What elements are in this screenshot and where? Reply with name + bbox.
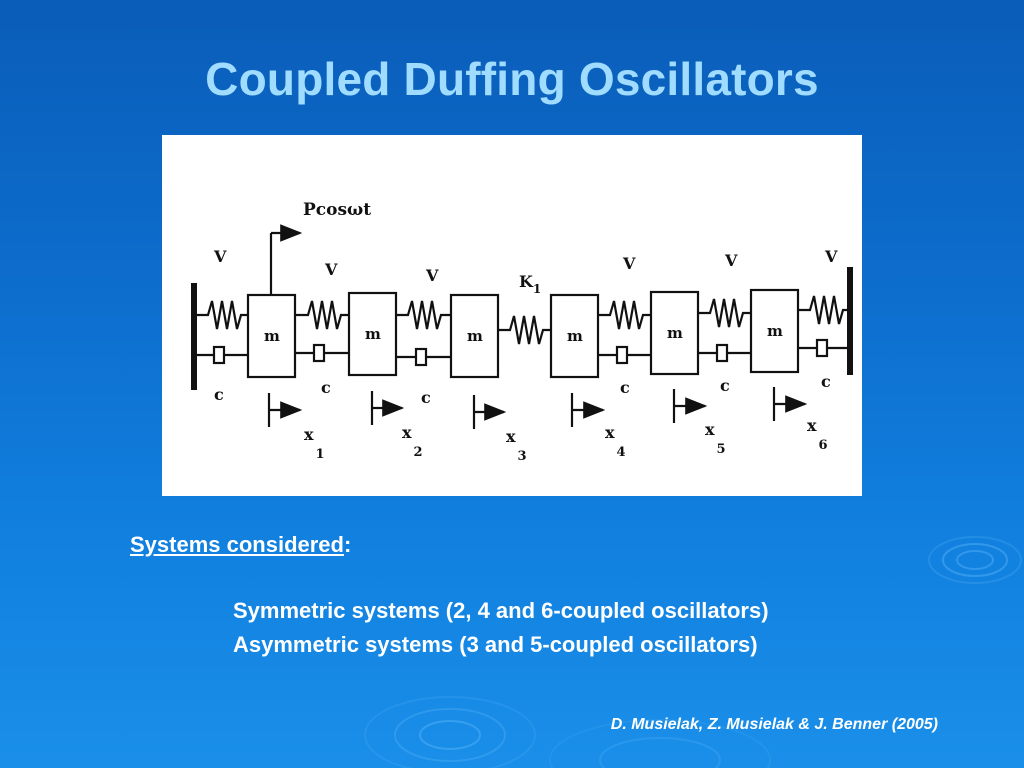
damper-3 bbox=[396, 347, 451, 367]
displacement-arrow-3 bbox=[472, 395, 507, 429]
spring-4 bbox=[598, 300, 651, 330]
mass-3 bbox=[449, 293, 500, 379]
coupling-spring bbox=[498, 315, 551, 345]
damper-label-2: c bbox=[321, 378, 331, 397]
damper-2 bbox=[295, 343, 349, 363]
disp-label-2: x2 bbox=[402, 423, 423, 460]
slide-title: Coupled Duffing Oscillators bbox=[205, 53, 819, 105]
coupling-label: K1 bbox=[519, 272, 541, 296]
damper-label-6: c bbox=[821, 372, 831, 391]
spring-label-5: V bbox=[724, 251, 738, 270]
damper-4 bbox=[598, 345, 651, 365]
disp-label-5: x5 bbox=[705, 420, 726, 457]
systems-heading: Systems considered: bbox=[130, 532, 351, 558]
symmetric-systems-text: Symmetric systems (2, 4 and 6-coupled os… bbox=[233, 598, 769, 623]
spring-label-4: V bbox=[622, 254, 636, 273]
systems-heading-text: Systems considered bbox=[130, 532, 344, 557]
mass-label-4: m bbox=[567, 327, 583, 345]
mass-label-6: m bbox=[767, 322, 783, 340]
spring-1 bbox=[197, 300, 248, 330]
damper-label-5: c bbox=[720, 376, 730, 395]
spring-label-6: V bbox=[824, 247, 838, 266]
asymmetric-systems-text: Asymmetric systems (3 and 5-coupled osci… bbox=[233, 632, 758, 657]
disp-label-3: x3 bbox=[506, 427, 527, 464]
damper-label-3: c bbox=[421, 388, 431, 407]
mass-label-5: m bbox=[667, 324, 683, 342]
force-label: Pcosωt bbox=[303, 200, 371, 220]
spring-6 bbox=[798, 295, 850, 325]
mass-6 bbox=[749, 288, 800, 374]
disp-label-4: x4 bbox=[605, 423, 626, 460]
mass-label-2: m bbox=[365, 325, 381, 343]
disp-label-6: x6 bbox=[807, 416, 828, 453]
displacement-arrow-6 bbox=[772, 387, 808, 421]
forcing-arrow bbox=[269, 224, 303, 295]
displacement-arrow-1 bbox=[267, 393, 303, 427]
oscillator-diagram: Pcosωt V V V V V V K1 m m m m m m c c c … bbox=[162, 135, 862, 496]
damper-label-1: c bbox=[214, 385, 224, 404]
mass-5 bbox=[649, 290, 700, 376]
displacement-arrow-4 bbox=[570, 393, 606, 427]
spring-label-1: V bbox=[213, 247, 227, 266]
damper-5 bbox=[698, 343, 751, 363]
spring-3 bbox=[396, 300, 451, 330]
disp-label-1: x1 bbox=[304, 425, 325, 462]
spring-2 bbox=[295, 300, 349, 330]
mass-label-3: m bbox=[467, 327, 483, 345]
damper-6 bbox=[798, 338, 850, 358]
damper-1 bbox=[197, 345, 248, 365]
citation: D. Musielak, Z. Musielak & J. Benner (20… bbox=[610, 716, 938, 733]
systems-heading-colon: : bbox=[343, 532, 352, 557]
displacement-arrow-2 bbox=[370, 391, 405, 425]
spring-label-2: V bbox=[324, 260, 338, 279]
mass-label-1: m bbox=[264, 327, 280, 345]
spring-5 bbox=[698, 298, 751, 328]
mass-4 bbox=[549, 293, 600, 379]
displacement-arrow-5 bbox=[672, 389, 708, 423]
spring-label-3: V bbox=[425, 266, 439, 285]
mass-2 bbox=[347, 291, 398, 377]
damper-label-4: c bbox=[620, 378, 630, 397]
